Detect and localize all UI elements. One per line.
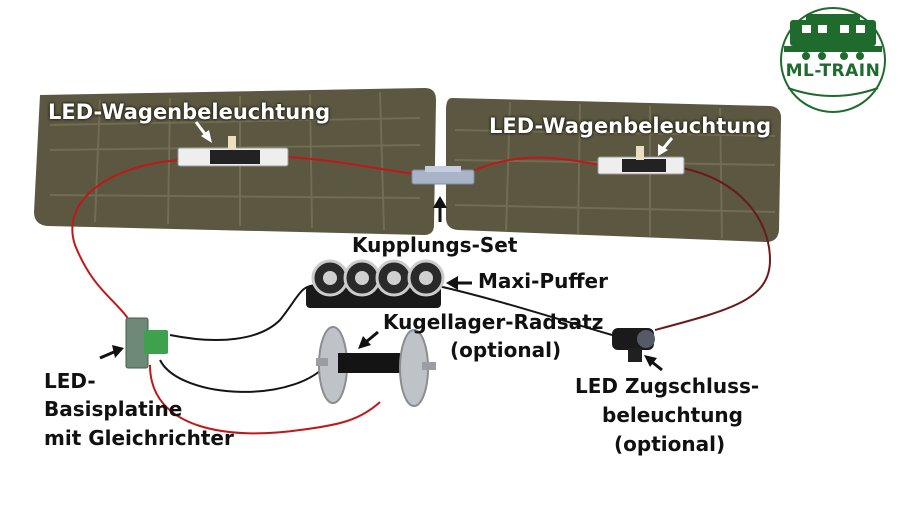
arrow-coupling <box>433 196 447 222</box>
led-board-right <box>597 146 685 175</box>
label-led-lighting-right: LED-Wagenbeleuchtung <box>489 114 772 138</box>
arrow-base <box>99 345 124 360</box>
arrow-led-right <box>658 137 674 156</box>
label-tail-light-2: beleuchtung <box>602 403 743 427</box>
arrow-axle <box>358 330 379 349</box>
maxi-buffer <box>306 259 445 308</box>
tail-light <box>612 328 655 362</box>
led-base-board <box>125 317 168 369</box>
label-base-board-1: LED- <box>44 369 96 393</box>
arrow-buffer <box>446 276 472 290</box>
label-tail-light-3: (optional) <box>614 432 726 456</box>
label-ball-bearing-wheelset: Kugellager-Radsatz <box>383 310 604 334</box>
wheelset <box>316 326 436 407</box>
label-coupling-set: Kupplungs-Set <box>352 233 518 257</box>
arrows <box>99 121 674 372</box>
ml-train-logo <box>780 7 886 113</box>
arrow-tail <box>644 355 663 372</box>
label-tail-light-1: LED Zugschluss- <box>575 374 760 398</box>
label-led-lighting-left: LED-Wagenbeleuchtung <box>48 100 331 124</box>
label-base-board-2: Basisplatine <box>44 397 183 421</box>
led-board-left <box>177 136 289 167</box>
label-wheelset-optional: (optional) <box>450 338 562 362</box>
label-base-board-3: mit Gleichrichter <box>44 426 234 450</box>
coupling-set <box>411 166 475 185</box>
arrow-led-left <box>194 121 212 143</box>
label-maxi-buffer: Maxi-Puffer <box>478 269 608 293</box>
logo-text: ML-TRAIN <box>785 61 881 81</box>
